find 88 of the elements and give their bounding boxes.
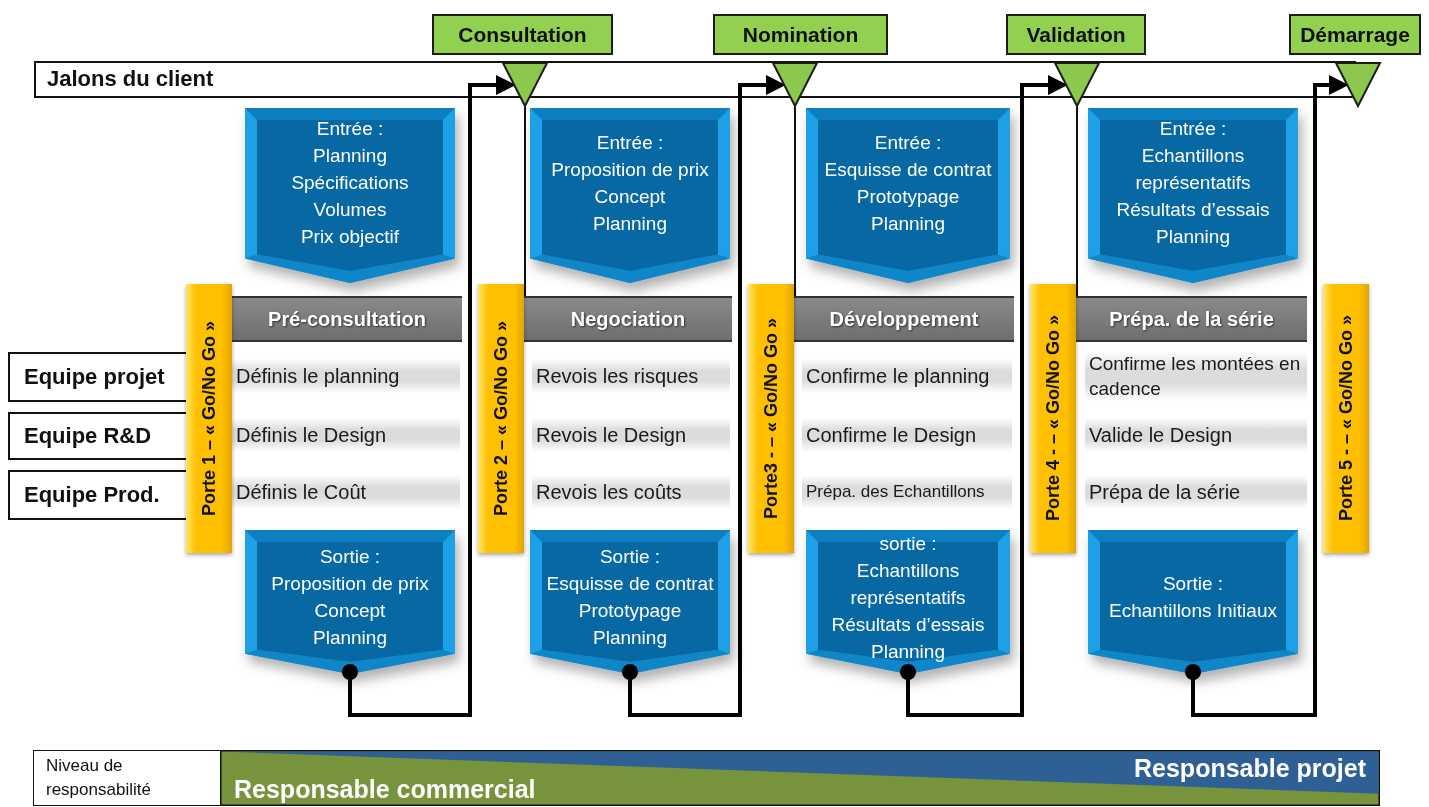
gate-label: Porte3 - – « Go/No Go » [760,317,782,519]
milestone-triangle [1054,62,1100,107]
box-item: Planning [1156,225,1230,249]
node-label: Niveau de responsabilité [46,755,152,801]
box-item: Résultats d’essais [831,612,985,637]
box-heading: sortie : [879,531,937,556]
node-label: Equipe R&D [24,423,152,449]
box-heading: Entrée : [1159,117,1227,141]
node-label: Validation [1026,22,1126,47]
role-text: Responsable commercial [234,775,536,804]
activity-text: Confirme le Design [802,418,1012,452]
box-heading: Entrée : [596,130,664,155]
node-label: Consultation [458,22,587,47]
gate-label: Porte 1 – « Go/No Go » [198,320,220,516]
gate-bar [748,284,794,553]
box-item: Esquisse de contrat [824,157,992,182]
team-box [8,352,186,402]
box-item: Echantillons représentatifs [1134,144,1252,195]
node-label: Pré-consultation [268,307,426,331]
box-heading: Sortie : [599,545,661,569]
connector-arrow [342,75,516,717]
box-item: Planning [313,144,387,168]
team-box [8,470,186,520]
node-label: Développement [829,307,979,331]
gate-label: Porte 5 - – « Go/No Go » [1335,315,1357,522]
milestone-box [713,14,888,55]
gate-bar [1030,284,1076,553]
connector-arrow [1185,75,1349,717]
phase-header [1076,296,1307,342]
node-label: Nomination [742,22,859,47]
node-label: Prépa. de la série [1109,307,1274,331]
box-heading: Entrée : [874,130,942,155]
milestone-box [1006,14,1146,55]
box-item: Spécifications [291,171,409,195]
box-item: Echantillons représentatifs [849,558,967,610]
activity-text: Définis le planning [232,359,460,393]
node-label: Negociation [570,307,686,331]
activity-text: Prépa de la série [1085,475,1307,509]
gate-label: Porte 4 - – « Go/No Go » [1042,315,1064,522]
box-item: Prototypage [578,599,682,623]
lane-label: Jalons du client [47,66,214,92]
activity-text: Définis le Design [232,418,460,452]
activity-text: Valide le Design [1085,418,1307,452]
connector-arrow [900,75,1068,717]
box-item: Proposition de prix [551,157,709,182]
box-item: Echantillons Initiaux [1109,599,1277,623]
connector-arrow [622,75,786,717]
box-item: Prototypage [856,184,960,209]
activity-text: Confirme le planning [802,359,1012,393]
team-box [8,412,186,460]
node-label: Equipe Prod. [24,482,160,508]
box-item: Planning [871,639,945,664]
box-item: Prix objectif [300,225,400,249]
phase-header [794,296,1014,342]
box-item: Résultats d’essais [1116,198,1270,222]
milestone-triangle [1335,62,1381,107]
box-item: Planning [593,211,667,236]
gate-label: Porte 2 – « Go/No Go » [490,320,512,516]
milestone-triangle [502,62,548,107]
phase-header [232,296,462,342]
activity-text: Revois les risques [532,359,730,393]
box-heading: Entrée : [316,117,384,141]
milestone-box [1289,14,1421,55]
legend-box [33,750,220,806]
role-text: Responsable projet [1134,754,1366,783]
box-heading: Sortie : [1162,572,1224,596]
milestone-triangle [772,62,818,107]
activity-text: Revois le Design [532,418,730,452]
node-label: Equipe projet [24,364,165,390]
phase-header [524,296,732,342]
activity-text: Définis le Coût [232,475,460,509]
gate-bar [186,284,232,553]
box-item: Concept [594,184,666,209]
gate-bar [478,284,524,553]
node-label: Démarrage [1300,22,1410,47]
milestone-box [432,14,613,55]
activity-text: Revois les coûts [532,475,730,509]
activity-text: Confirme les montées en cadence [1085,351,1307,401]
activity-text: Prépa. des Echantillons [802,475,1012,509]
box-item: Planning [593,626,667,650]
box-heading: Sortie : [319,545,381,569]
box-item: Proposition de prix [271,572,429,596]
gate-bar [1323,284,1369,553]
box-item: Concept [314,599,386,623]
box-item: Volumes [313,198,387,222]
box-item: Esquisse de contrat [546,572,714,596]
box-item: Planning [313,626,387,650]
box-item: Planning [871,211,945,236]
